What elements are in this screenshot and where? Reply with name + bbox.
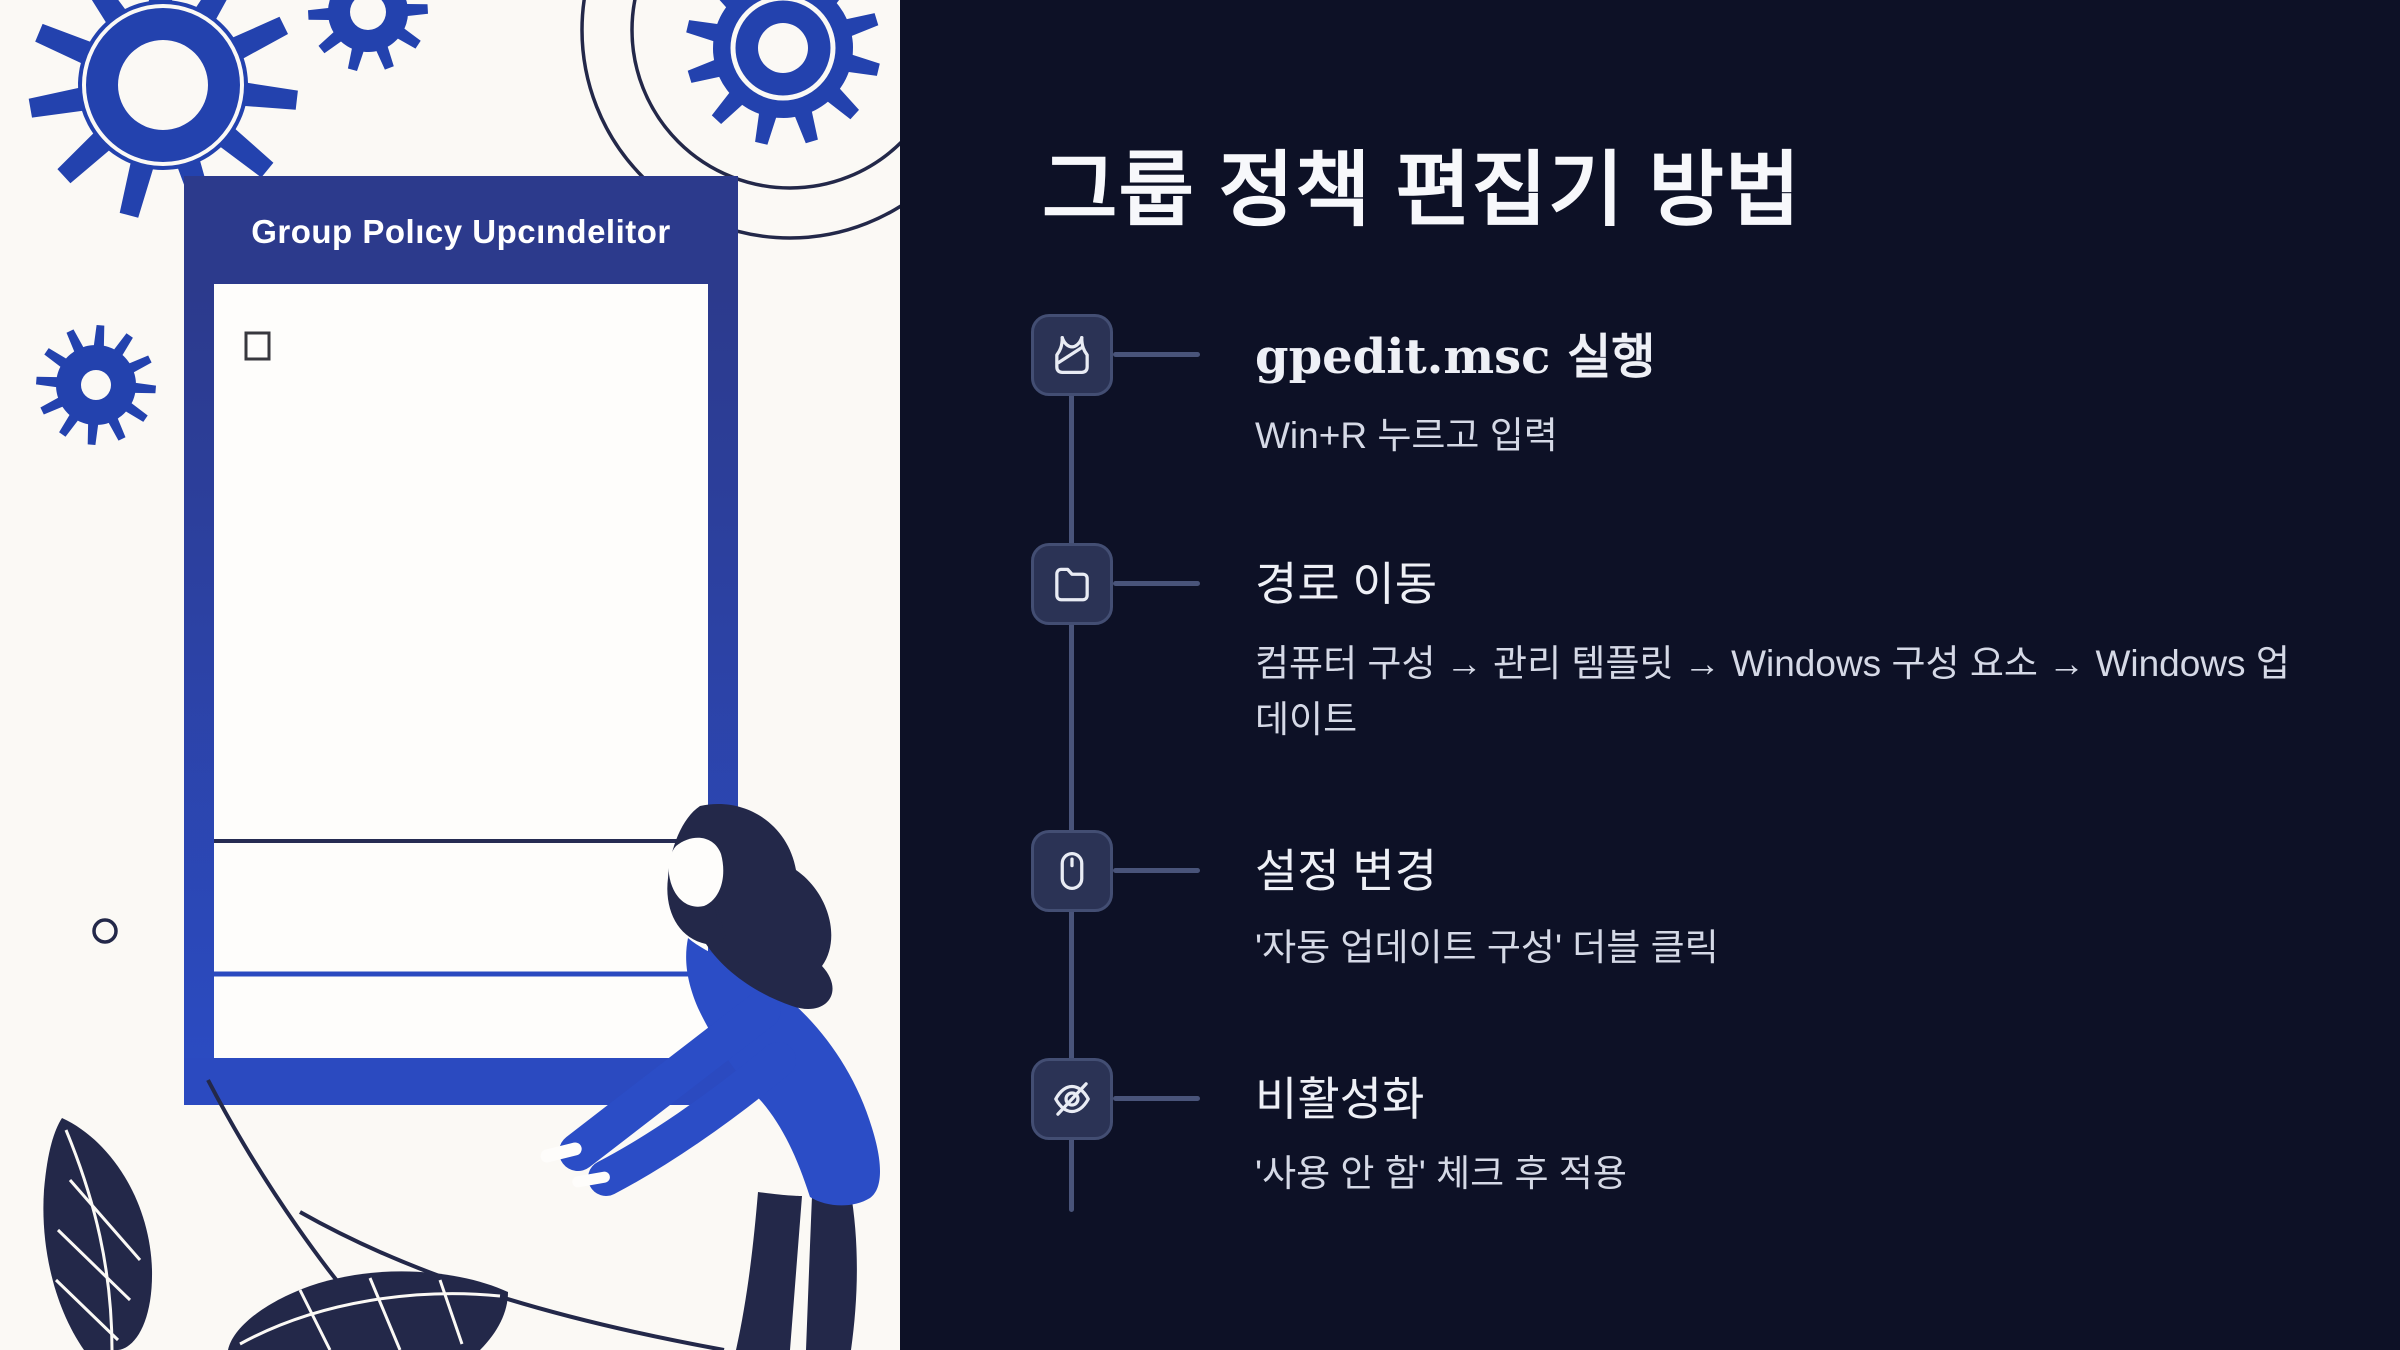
tank-top-icon — [1055, 336, 1089, 374]
eye-off-icon — [1054, 1082, 1090, 1116]
step-4-connector — [1113, 1096, 1200, 1101]
decor-arc — [580, 0, 900, 240]
app-window: Group Polıcy Upcındelitor — [184, 176, 738, 1105]
step-1-icon-box — [1031, 314, 1113, 396]
checkbox[interactable] — [244, 331, 271, 361]
folder-icon — [1055, 567, 1089, 602]
step-3-icon-box — [1031, 830, 1113, 912]
illustration: Group Polıcy Upcındelitor — [28, 0, 900, 1350]
gear-icon — [36, 325, 156, 445]
step-4-description: '사용 안 함' 체크 후 적용 — [1255, 1153, 1627, 1194]
step-3-connector — [1113, 868, 1200, 873]
step-4-title: 비활성화 — [1255, 1073, 1425, 1125]
step-4-icon-box — [1031, 1058, 1113, 1140]
page-title: 그룹 정책 편집기 방법 — [1042, 145, 1802, 236]
gear-icon — [686, 0, 880, 145]
step-1-description: Win+R 누르고 입력 — [1255, 415, 1558, 456]
gear-icon — [308, 0, 428, 71]
woman-illustration — [540, 803, 880, 1350]
window-title: Group Polıcy Upcındelitor — [251, 213, 671, 250]
mouse-icon — [1060, 852, 1084, 890]
decor-circle — [92, 918, 118, 944]
timeline-line — [1069, 390, 1074, 1212]
illustration-panel: Group Polıcy Upcındelitor — [0, 0, 900, 1350]
content-panel: 그룹 정책 편집기 방법 gpedit.msc 실행 Win+R 누르고 입력 … — [900, 0, 2400, 1350]
step-2-connector — [1113, 581, 1200, 586]
gear-icon — [28, 0, 298, 218]
window-border-left — [184, 283, 214, 1105]
step-3-description: '자동 업데이트 구성' 더블 클릭 — [1255, 927, 1719, 968]
leaves-illustration — [43, 918, 725, 1350]
gear-ring — [82, 4, 244, 166]
step-3-title: 설정 변경 — [1255, 845, 1438, 897]
gear-ring — [730, 0, 836, 101]
decor-arc — [630, 0, 900, 190]
window-body — [214, 283, 708, 1058]
step-2-title: 경로 이동 — [1255, 558, 1438, 610]
step-2-description: 컴퓨터 구성 → 관리 템플릿 → Windows 구성 요소 → Window… — [1255, 643, 2290, 740]
window-titlebar — [184, 176, 738, 284]
step-1-title: gpedit.msc 실행 — [1255, 329, 1656, 385]
step-1-connector — [1113, 352, 1200, 357]
step-2-icon-box — [1031, 543, 1113, 625]
